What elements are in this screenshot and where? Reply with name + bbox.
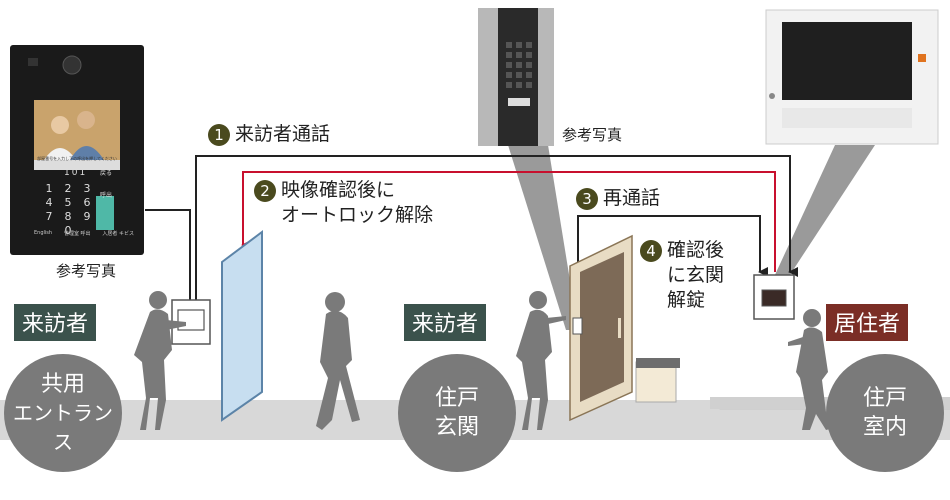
zone-entrance: 共用 エントランス [4, 354, 122, 472]
door-handle [618, 318, 621, 338]
zone-interior: 住戸 室内 [826, 354, 944, 472]
panel-key-english[interactable]: English [34, 230, 53, 236]
visitor-silhouette-entrance [134, 291, 186, 430]
zone-front-door-line1: 住戸 [434, 386, 479, 411]
step-4: 4 確認後 に玄関 解錠 [640, 238, 724, 313]
step-3-label: 再通話 [603, 187, 661, 209]
visitor-badge-entrance: 来訪者 [14, 304, 97, 341]
key-0[interactable]: 0 [64, 224, 72, 237]
panel-screen [34, 100, 120, 160]
key-3[interactable]: 3 [83, 182, 91, 195]
key-9[interactable]: 9 [83, 210, 91, 223]
step-1-number: 1 [208, 123, 230, 146]
step-3: 3 再通話 [576, 186, 660, 211]
zone-entrance-line1: 共用 [40, 371, 85, 397]
panel-key-management[interactable]: 管理室 呼出 [63, 231, 91, 237]
panel-key-resident[interactable]: 入居者 キビス [102, 231, 134, 237]
key-7[interactable]: 7 [45, 210, 53, 223]
zone-front-door-line2: 玄関 [434, 415, 479, 440]
entrance-panel-overlay: 部屋番号を入力し下の呼出を押してください [34, 156, 120, 162]
step-2-number: 2 [254, 179, 276, 202]
monitor-screen [782, 22, 912, 100]
step-4-label-line1: 確認後 [667, 239, 725, 261]
resident-badge: 居住者 [826, 304, 909, 341]
door-station-caption: 参考写真 [562, 126, 623, 144]
door-station-small [572, 317, 583, 335]
resident-silhouette [788, 309, 834, 430]
door-station-photo-beam [508, 145, 578, 330]
key-5[interactable]: 5 [64, 196, 72, 209]
panel-bottom-keys: English 管理室 呼出 入居者 キビス [34, 230, 134, 237]
monitor-photo-beam [768, 145, 875, 290]
step-4-number: 4 [640, 239, 662, 262]
step-1: 1 来訪者通話 [208, 122, 330, 147]
key-1[interactable]: 1 [45, 182, 53, 195]
panel-connector-line [145, 209, 191, 300]
zone-interior-line2: 室内 [862, 415, 907, 440]
flow-line-2 [241, 171, 776, 272]
panel-call-label: 呼出 [100, 192, 113, 199]
entrance-panel-caption: 参考写真 [56, 262, 117, 280]
panel-clear-label: 戻る [100, 170, 113, 177]
zone-interior-line1: 住戸 [862, 386, 907, 411]
visitor-silhouette-door [516, 291, 566, 430]
step-1-label: 来訪者通話 [235, 123, 331, 145]
zone-entrance-line2: エントランス [13, 400, 113, 454]
panel-screen-message: 部屋番号を入力し下の呼出を押してください [37, 156, 117, 161]
key-6[interactable]: 6 [83, 196, 91, 209]
visitor-silhouette-walking [316, 292, 360, 430]
step-2: 2 映像確認後に オートロック解除 [254, 178, 433, 228]
step-3-number: 3 [576, 187, 598, 210]
zone-front-door: 住戸 玄関 [398, 354, 516, 472]
key-4[interactable]: 4 [45, 196, 53, 209]
panel-keypad: 1 2 3 4 5 6 7 8 9 0 [40, 182, 96, 240]
flow-line-1 [195, 155, 798, 300]
key-2[interactable]: 2 [64, 182, 72, 195]
key-8[interactable]: 8 [64, 210, 72, 223]
step-4-label-line3: 解錠 [667, 289, 706, 311]
visitor-badge-door: 来訪者 [404, 304, 487, 341]
glass-door-icon [221, 230, 263, 422]
step-2-label-line2: オートロック解除 [281, 204, 434, 226]
step-4-label-line2: に玄関 [667, 264, 725, 286]
panel-room-number: 101 [64, 168, 88, 178]
step-2-label-line1: 映像確認後に [281, 179, 396, 201]
